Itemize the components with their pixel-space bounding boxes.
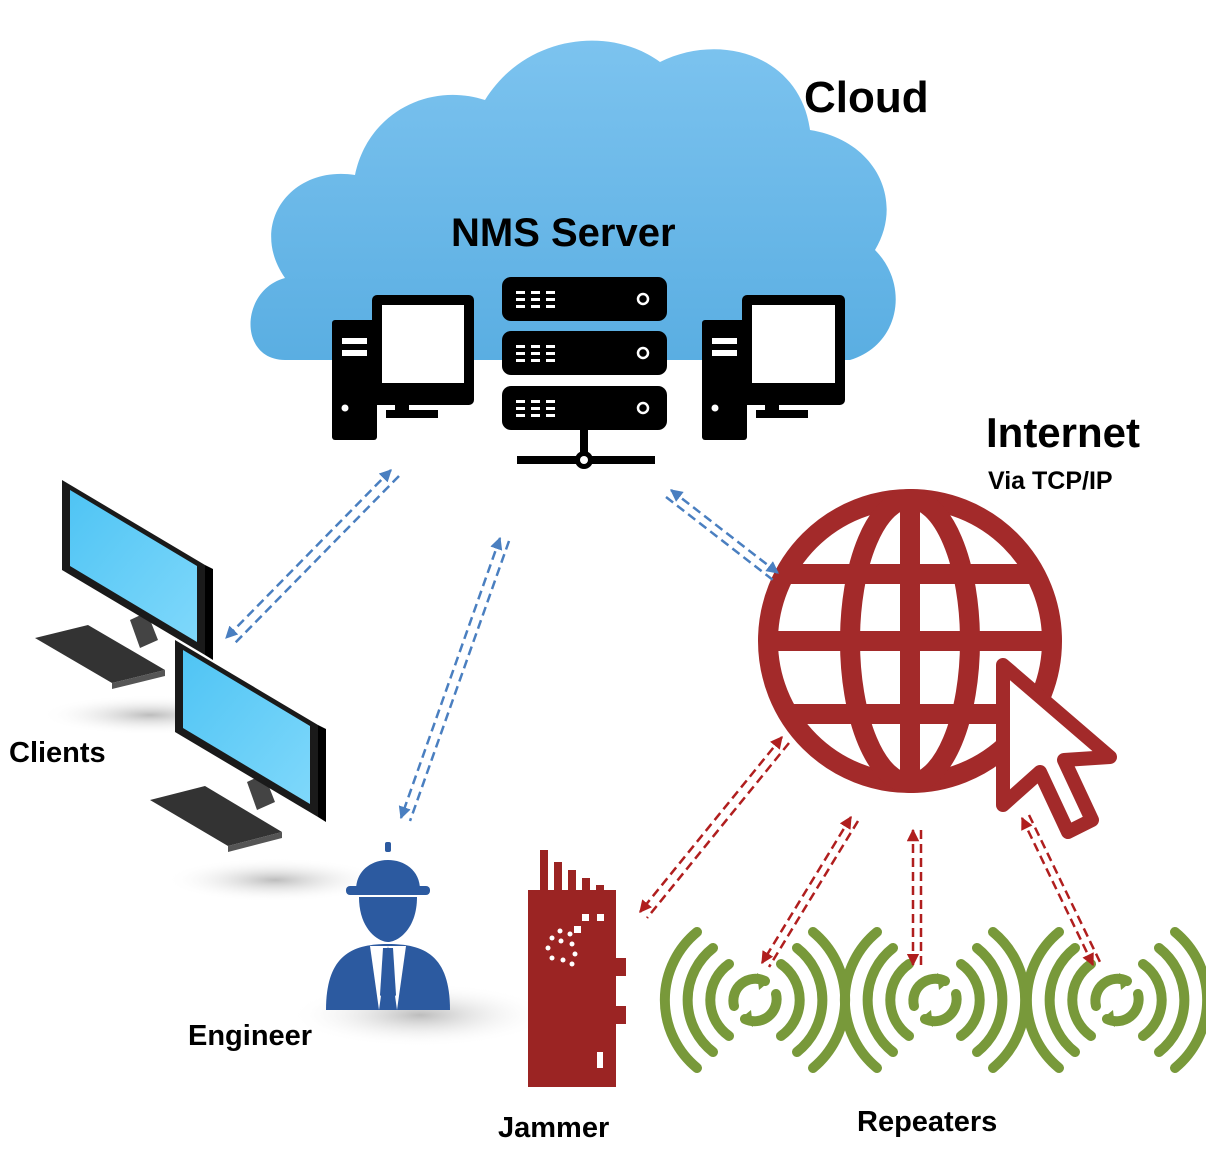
desktop-computer-icon [332,295,474,440]
jammer-icon [528,850,626,1087]
link-internet-repeater-2 [906,828,923,967]
internet-sublabel: Via TCP/IP [988,467,1113,495]
repeaters-label: Repeaters [857,1106,998,1138]
link-internet-jammer [639,736,790,919]
repeater-icon [1021,927,1206,1073]
engineer-icon [290,842,550,1047]
cloud-shape [250,40,896,361]
engineer-label: Engineer [188,1020,313,1052]
internet-label: Internet [986,409,1141,456]
repeater-icon [839,927,1031,1073]
nms-server-label: NMS Server [451,211,676,255]
clients-label: Clients [9,737,106,769]
link-server-internet [665,489,779,581]
repeater-icon [659,927,851,1073]
cursor-arrow-icon [996,658,1117,839]
link-internet-repeater-3 [1020,814,1102,967]
desktop-computer-icon [702,295,845,440]
jammer-label: Jammer [498,1112,610,1144]
globe-icon [758,489,1062,793]
link-server-clients [225,469,400,645]
link-server-engineer [398,536,511,822]
server-rack-icon [502,277,667,469]
monitor-icon [150,640,385,902]
cloud-label: Cloud [804,73,929,122]
link-internet-repeater-1 [760,815,860,968]
